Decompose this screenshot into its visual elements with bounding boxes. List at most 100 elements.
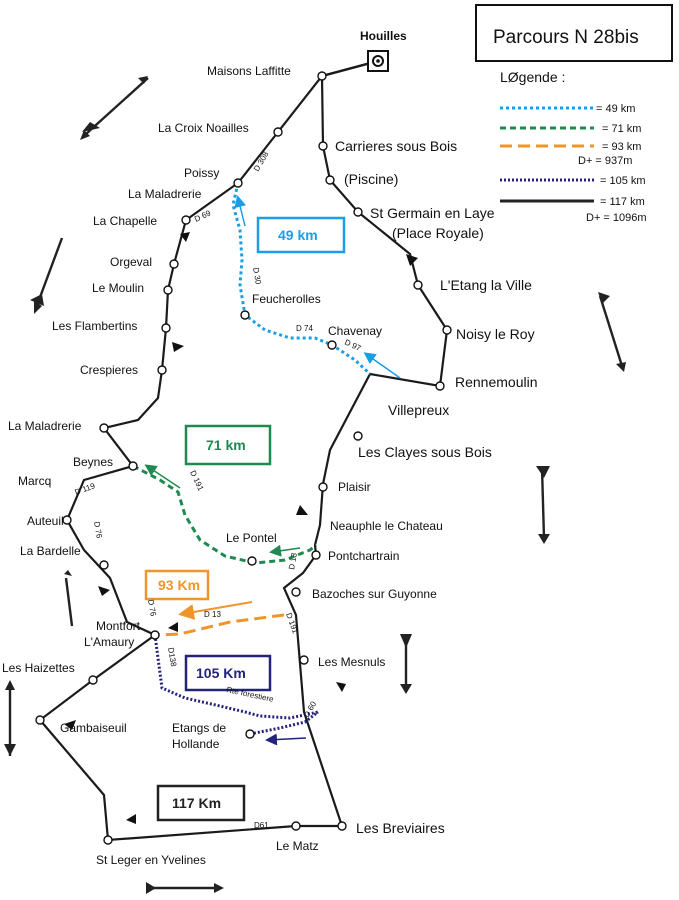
- road-label-d13a: D 13: [287, 552, 299, 571]
- town-labels: Houilles Maisons Laffitte La Croix Noail…: [2, 29, 538, 867]
- route-49km: [231, 182, 372, 376]
- road-label-d119: D 119: [74, 481, 97, 497]
- distance-box-117: 117 Km: [156, 784, 246, 822]
- direction-triangle-icon: [168, 622, 178, 632]
- town-carrieres-sous-bois: Carrieres sous Bois: [335, 138, 457, 154]
- road-label-d76a: D 76: [92, 521, 104, 540]
- town-poissy: Poissy: [184, 166, 219, 180]
- waypoint-maisons-laffitte: [317, 71, 327, 81]
- town-gambaiseuil: Gambaiseuil: [60, 721, 127, 735]
- town-le-moulin: Le Moulin: [92, 281, 144, 295]
- road-label-d69: D 69: [193, 208, 213, 224]
- town-la-croix-noailles: La Croix Noailles: [158, 121, 249, 135]
- direction-markers: [64, 232, 418, 824]
- distance-box-71: 71 km: [184, 424, 272, 466]
- distance-box-93: 93 Km: [144, 569, 210, 601]
- town-plaisir: Plaisir: [338, 480, 371, 494]
- direction-triangle-icon: [126, 814, 136, 824]
- town-feucherolles: Feucherolles: [252, 292, 321, 306]
- waypoint-noisy: [442, 325, 452, 335]
- wind-arrow-icon: [64, 570, 74, 627]
- waypoint-auteuil: [62, 515, 72, 525]
- arrow-49-start: [234, 195, 247, 227]
- town-rennemoulin: Rennemoulin: [455, 374, 538, 390]
- town-les-haizettes: Les Haizettes: [2, 661, 75, 675]
- waypoint-la-croix-noailles: [273, 127, 283, 137]
- arrow-93: [178, 601, 253, 620]
- town-la-maladrerie-2: La Maladrerie: [8, 419, 82, 433]
- town-les-breviaires: Les Breviaires: [356, 820, 445, 836]
- town-maisons-laffitte: Maisons Laffitte: [207, 64, 291, 78]
- start-marker-icon: [367, 50, 389, 72]
- town-lamaury: L'Amaury: [84, 635, 134, 649]
- town-les-clayes: Les Clayes sous Bois: [358, 444, 492, 460]
- road-label-d61: D61: [254, 821, 269, 830]
- arrow-71-bottom: [269, 544, 301, 557]
- waypoint-la-chapelle: [181, 215, 191, 225]
- legend-heading: LØgende :: [500, 69, 565, 85]
- waypoint-les-haizettes: [88, 675, 98, 685]
- distance-label-49: 49 km: [278, 227, 318, 243]
- town-crespieres: Crespieres: [80, 363, 138, 377]
- town-la-maladrerie-1: La Maladrerie: [128, 187, 202, 201]
- waypoint-rennemoulin: [435, 381, 445, 391]
- wind-arrow-icon: [80, 76, 149, 140]
- waypoint-la-maladrerie-1: [233, 178, 243, 188]
- map-title: Parcours N 28bis: [493, 27, 639, 48]
- direction-triangle-icon: [172, 342, 184, 352]
- legend-label-117: = 117 km: [600, 196, 645, 208]
- town-place-royale: (Place Royale): [392, 225, 484, 241]
- title-box: Parcours N 28bis: [475, 4, 673, 62]
- road-label-d191b: D 191: [284, 612, 300, 636]
- town-les-mesnuls: Les Mesnuls: [318, 655, 385, 669]
- distance-label-117: 117 Km: [172, 795, 221, 811]
- route-71km: [132, 464, 317, 565]
- town-bazoches: Bazoches sur Guyonne: [312, 587, 437, 601]
- town-le-pontel: Le Pontel: [226, 531, 277, 545]
- wind-arrow-icon: [400, 634, 412, 694]
- route-93km: [154, 613, 285, 637]
- legend-label-49: = 49 km: [596, 103, 635, 115]
- town-villepreux: Villepreux: [388, 402, 449, 418]
- distance-label-93: 93 Km: [158, 577, 200, 593]
- arrow-49-return: [363, 352, 401, 379]
- town-chavenay: Chavenay: [328, 324, 382, 338]
- distance-box-49: 49 km: [256, 216, 346, 254]
- town-orgeval: Orgeval: [110, 255, 152, 269]
- town-marcq: Marcq: [18, 474, 51, 488]
- wind-arrow-icon: [598, 292, 626, 372]
- town-noisy-le-roy: Noisy le Roy: [456, 326, 535, 342]
- waypoints: [35, 71, 452, 845]
- legend-elevation-93: D+ = 937m: [578, 155, 632, 167]
- waypoint-la-maladrerie-2: [99, 423, 109, 433]
- waypoint-gambaiseuil: [35, 715, 45, 725]
- waypoint-bazoches: [291, 587, 301, 597]
- waypoint-feucherolles: [240, 310, 250, 320]
- waypoint-les-breviaires: [337, 821, 347, 831]
- waypoint-orgeval: [169, 259, 179, 269]
- waypoint-piscine: [325, 175, 335, 185]
- town-piscine: (Piscine): [344, 171, 398, 187]
- distance-label-105: 105 Km: [196, 665, 246, 681]
- waypoint-plaisir: [318, 482, 328, 492]
- waypoint-st-germain: [353, 207, 363, 217]
- direction-triangle-icon: [98, 586, 110, 596]
- legend: LØgende : = 49 km = 71 km = 93 km D+ = 9…: [500, 69, 647, 224]
- town-le-matz: Le Matz: [276, 839, 319, 853]
- road-label-d76b: D 76: [146, 599, 158, 618]
- arrow-105: [265, 733, 307, 746]
- waypoint-les-clayes: [353, 431, 363, 441]
- waypoint-etangs: [245, 729, 255, 739]
- waypoint-carrieres: [318, 141, 328, 151]
- waypoint-chavenay: [327, 340, 337, 350]
- route-105km: [153, 634, 319, 720]
- town-la-chapelle: La Chapelle: [93, 214, 157, 228]
- waypoint-montfort: [150, 630, 160, 640]
- road-label-d13b: D 13: [204, 610, 221, 619]
- waypoint-pontchartrain: [311, 550, 321, 560]
- road-label-d60: D 60: [302, 699, 319, 719]
- direction-triangle-icon: [336, 682, 346, 692]
- waypoint-crespieres: [157, 365, 167, 375]
- direction-triangle-icon: [180, 232, 190, 242]
